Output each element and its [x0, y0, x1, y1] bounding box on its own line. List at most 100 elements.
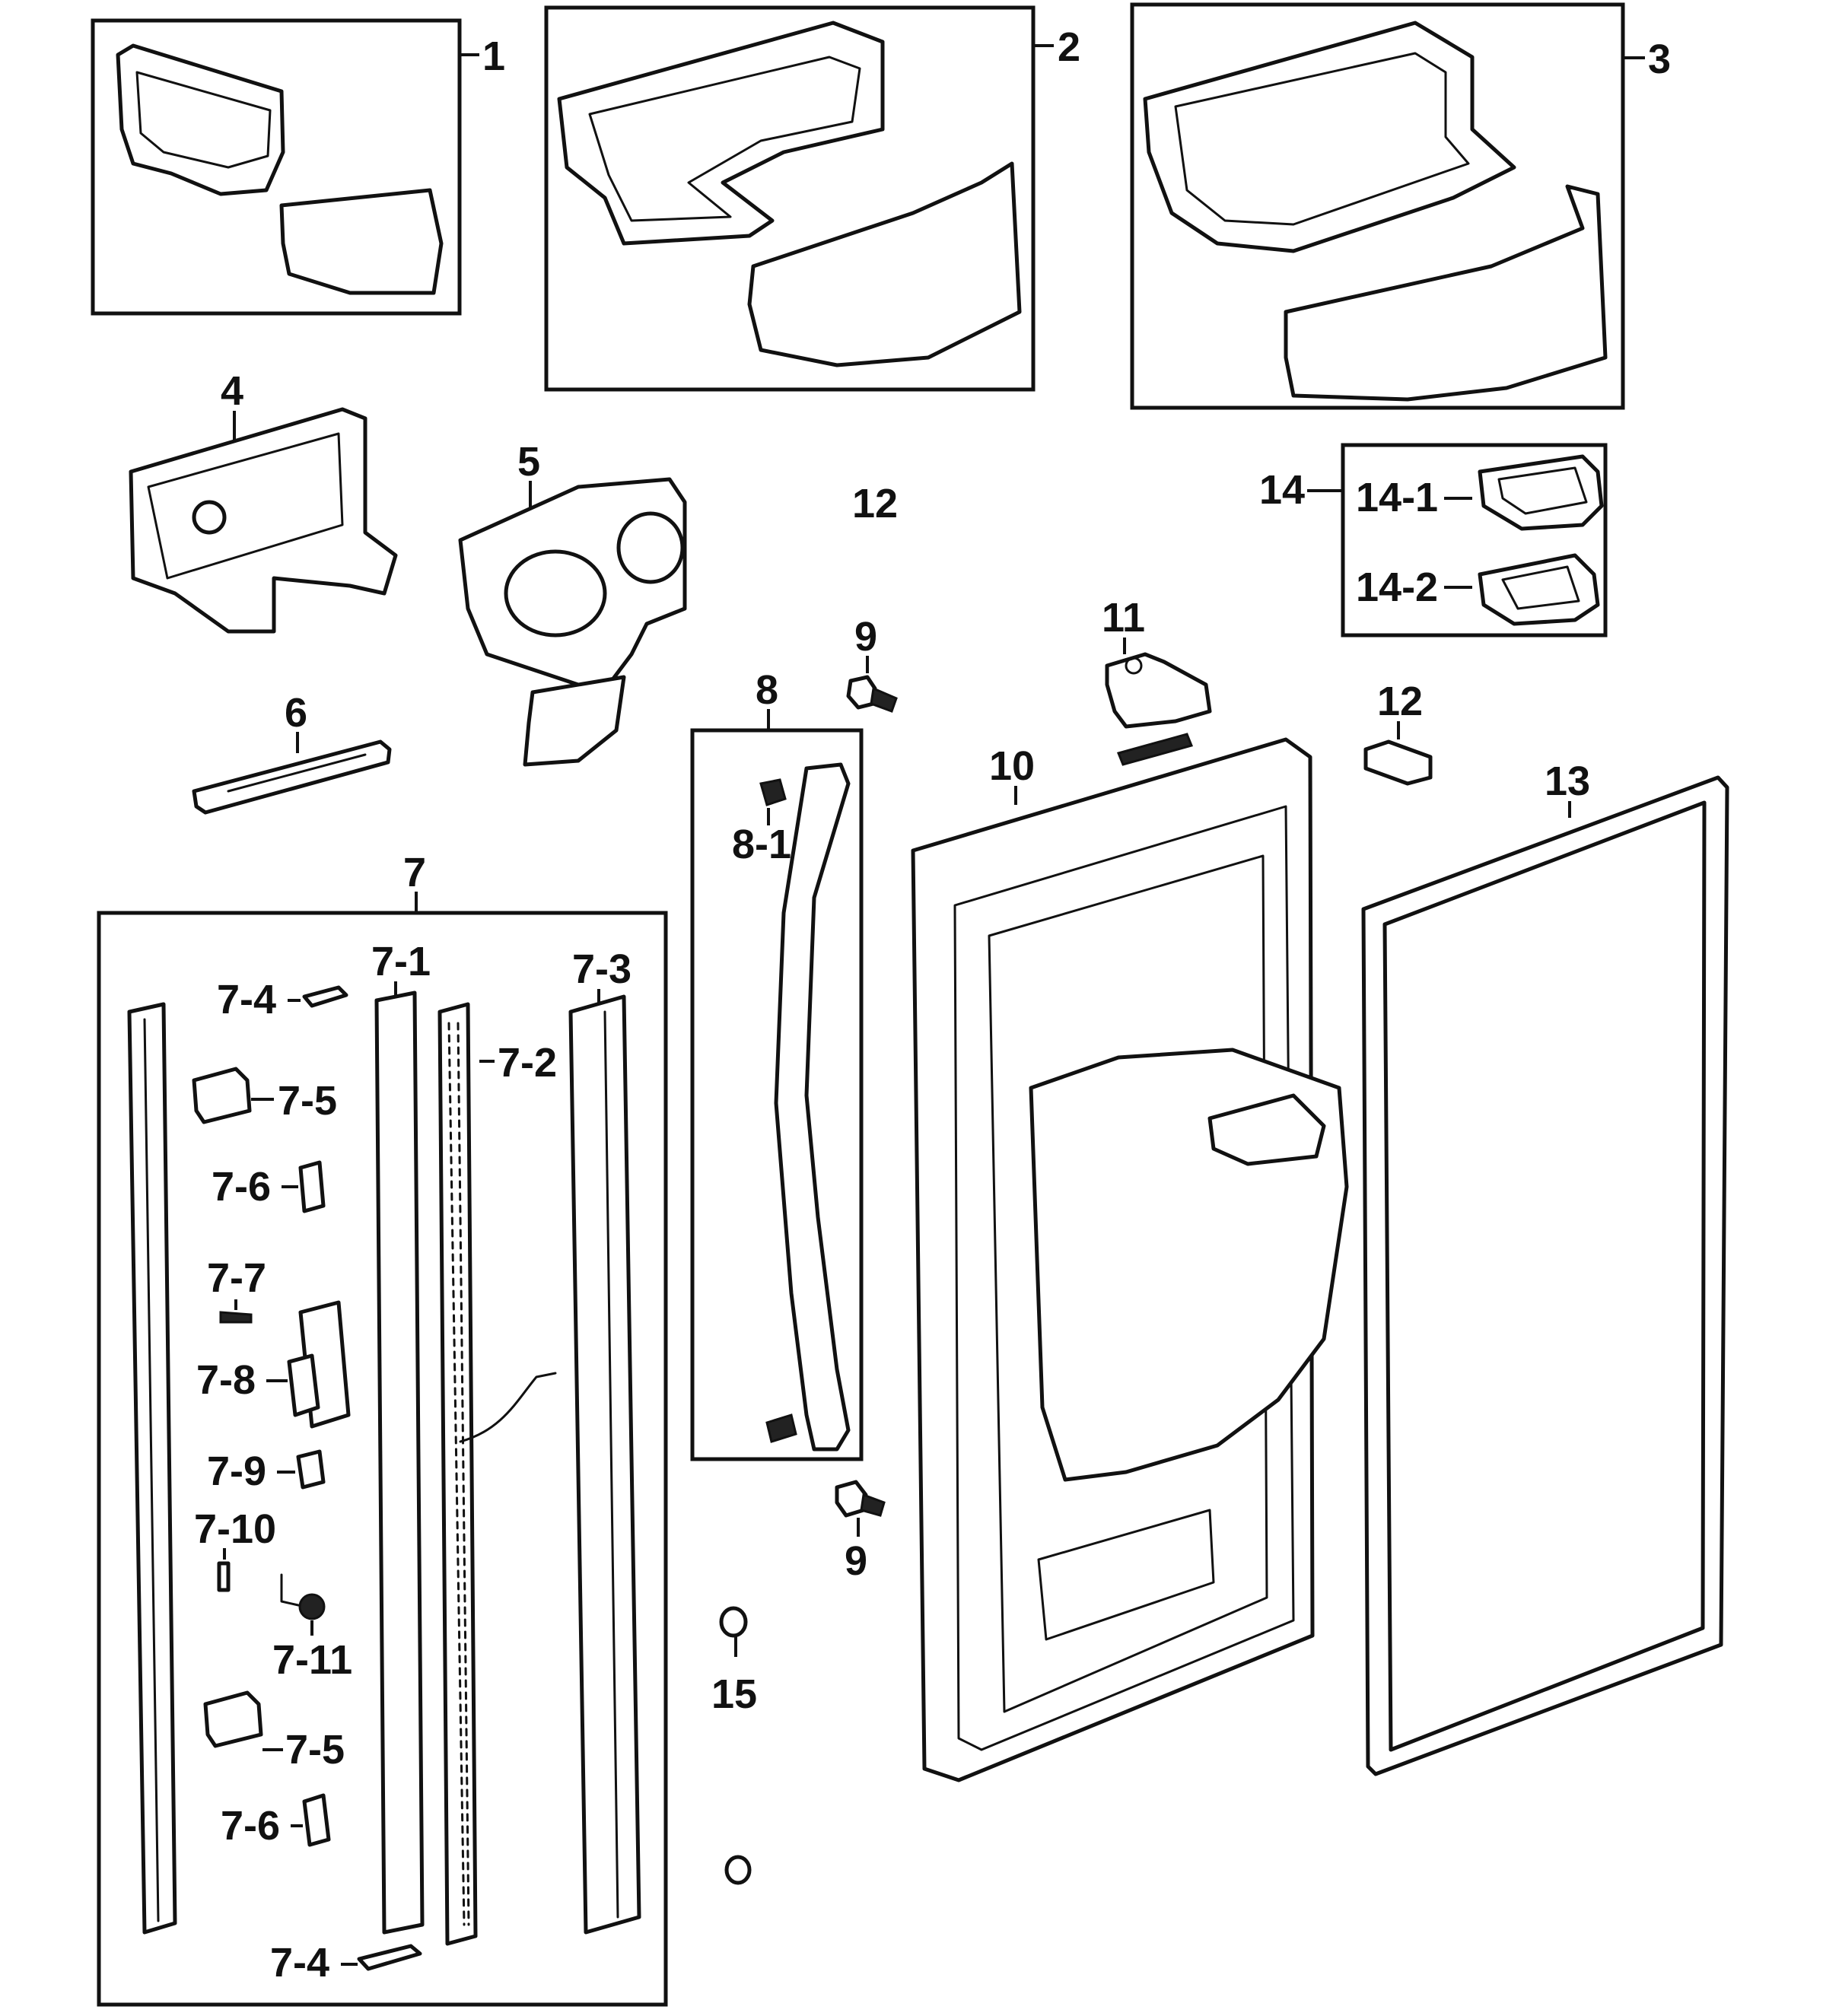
door-inner-frame [953, 805, 1295, 1751]
slide-bar-body [192, 739, 392, 815]
callout-7-5-top: 7-5 [278, 1078, 337, 1124]
callout-11: 11 [1102, 595, 1145, 641]
part-1-frame [91, 18, 462, 316]
callout-13: 13 [1545, 758, 1590, 804]
gasket-inner [1382, 800, 1707, 1752]
callout-9-bottom: 9 [845, 1538, 867, 1584]
part-11-hinge-cover: 11 [1102, 595, 1212, 729]
dispenser-cover-hole [192, 500, 227, 535]
stopper-7-6-bottom [302, 1793, 331, 1847]
trim-left-strip-edge [143, 1018, 160, 1922]
part-4-dispenser-cover: 4 [129, 368, 398, 634]
bracket-7-5-bottom [203, 1690, 263, 1748]
part-8-door-handle: 8 8-1 [690, 667, 864, 1461]
callout-8-1: 8-1 [732, 822, 791, 867]
callout-5: 5 [517, 439, 540, 485]
part-3-wide-door-bin: 3 [1130, 2, 1671, 410]
trim-7-3-strip [568, 994, 641, 1935]
bin-3-front-guard [1284, 184, 1608, 402]
part-3-frame [1130, 2, 1625, 410]
gasket-14-1-inner [1497, 466, 1588, 515]
part-7-trim-kit: 7 7-1 7-2 7-3 7-4 7-5 7-6 [97, 850, 668, 2007]
trim-7-2-wire [459, 1372, 557, 1443]
callout-3: 3 [1648, 37, 1671, 82]
bin-1-inner [135, 71, 272, 169]
stopper-7-6-top [298, 1160, 326, 1213]
dispenser-cover-body [129, 407, 398, 634]
part-14-gasket-set: 14 14-1 14-2 [1259, 443, 1608, 638]
part-10-door-assembly: 10 [911, 733, 1349, 1782]
bin-1-front-guard [279, 188, 444, 295]
hinge-cover-body [1105, 652, 1212, 729]
trim-7-3-strip-edge [603, 1010, 619, 1919]
clip-7-4-top [302, 985, 348, 1008]
block-12-body [1363, 739, 1433, 786]
screw-9-thread [870, 686, 898, 713]
callout-15: 15 [711, 1671, 757, 1717]
part-9-upper-screw: 9 [846, 614, 898, 713]
handle-bolt-bottom [765, 1413, 797, 1443]
part-8-frame [690, 728, 864, 1461]
callout-7-6-top: 7-6 [212, 1164, 271, 1210]
part-6-slide-bar: 6 [192, 690, 392, 815]
ice-chute-flap [523, 675, 626, 767]
door-bottom-recess [1037, 1509, 1215, 1641]
callout-7-5-bottom: 7-5 [285, 1727, 345, 1773]
callout-7: 7 [403, 850, 426, 895]
callout-7-2: 7-2 [498, 1040, 557, 1086]
plug-15-upper [719, 1606, 748, 1638]
bracket-7-5-top [192, 1067, 252, 1124]
pin-7-10 [217, 1561, 231, 1592]
callout-8: 8 [756, 667, 778, 713]
part-13-door-gasket: 13 [1361, 758, 1729, 1776]
bin-3-tray [1143, 21, 1516, 253]
cam-7-9 [296, 1449, 326, 1490]
trim-7-2-perforation-a [447, 1022, 466, 1926]
callout-14-1: 14-1 [1356, 475, 1438, 520]
bin-2-tray [557, 21, 885, 246]
callout-7-8: 7-8 [196, 1357, 256, 1403]
part-14-frame [1341, 443, 1608, 638]
callout-7-4-top: 7-4 [217, 977, 276, 1022]
bin-1-tray [116, 43, 285, 196]
door-liner [988, 854, 1268, 1713]
ice-chute-motor [616, 511, 685, 584]
part-7-frame [97, 911, 668, 2007]
gasket-14-1 [1478, 454, 1604, 531]
dispenser-cover-inner [147, 432, 344, 580]
callout-7-4-bottom: 7-4 [270, 1940, 329, 1986]
callout-4: 4 [221, 368, 243, 414]
door-top-hinge-slot [1116, 733, 1194, 766]
callout-12-top: 12 [852, 481, 898, 526]
bin-2-front-guard [747, 161, 1022, 367]
slide-bar-slot [227, 753, 367, 793]
callout-7-10: 7-10 [194, 1506, 276, 1552]
trim-7-2-perforation-b [457, 1022, 470, 1926]
hinge-cover-hole [1125, 657, 1143, 675]
callout-1: 1 [482, 33, 505, 79]
bin-2-inner [588, 56, 861, 222]
handle-body [774, 762, 851, 1452]
gasket-14-2-inner [1501, 565, 1580, 610]
plug-15-lower [724, 1855, 752, 1885]
part-2-frame [544, 5, 1036, 392]
door-dispenser-opening [1207, 1093, 1326, 1166]
callout-12: 12 [1377, 679, 1423, 724]
callout-7-3: 7-3 [572, 946, 632, 992]
callout-9-top: 9 [854, 614, 877, 660]
callout-7-7: 7-7 [207, 1255, 266, 1301]
callout-2: 2 [1058, 24, 1080, 70]
callout-7-11: 7-11 [272, 1637, 352, 1683]
bin-3-inner [1174, 52, 1470, 226]
callout-6: 6 [285, 690, 307, 736]
spring-7-11-arm [280, 1573, 300, 1607]
clip-7-4-bottom [357, 1944, 422, 1971]
part-5-ice-chute-assembly: 5 [458, 439, 687, 767]
callout-14: 14 [1259, 467, 1305, 513]
callout-10: 10 [989, 743, 1035, 789]
ice-chute-funnel [504, 549, 607, 638]
callout-7-6-bottom: 7-6 [221, 1803, 280, 1849]
handle-bolt-top [759, 778, 787, 806]
part-2-curved-door-bin: 2 [544, 5, 1080, 392]
